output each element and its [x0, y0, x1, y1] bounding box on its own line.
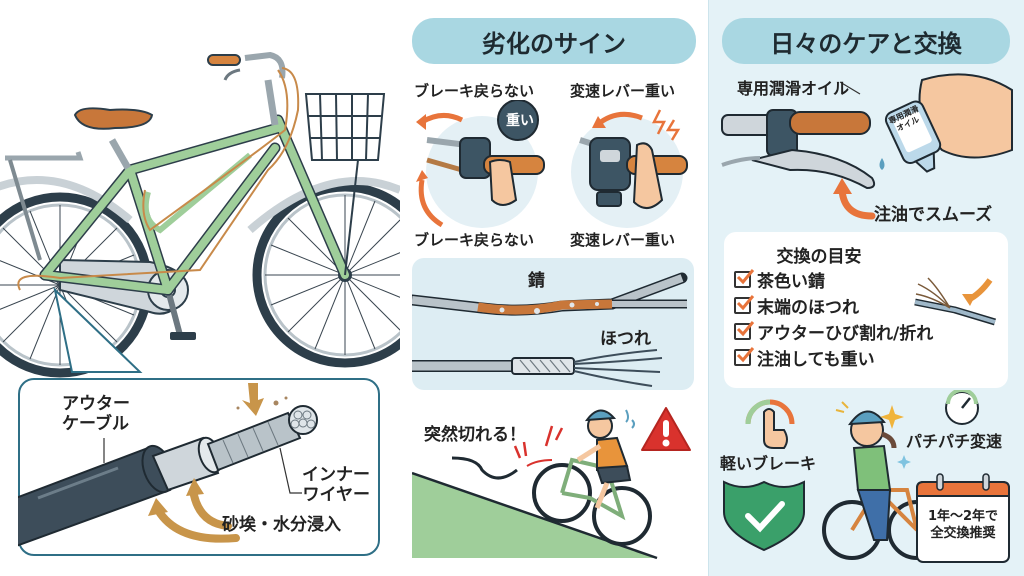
- calendar-text-line1: 1年～2年で: [927, 509, 999, 524]
- replacement-guide-box: 交換の目安 茶色い錆 末端のほつれ アウターひび割れ/折れ 注油しても重い: [724, 232, 1008, 388]
- checklist-item-heavy-after-oil: 注油しても重い: [734, 344, 933, 370]
- cable-damage-panel: 錆 ほつれ: [412, 258, 694, 390]
- sudden-snap-label: 突然切れる！: [424, 425, 526, 445]
- benefits-illustration: [723, 390, 1010, 563]
- degradation-signs-panel: ブレーキ戻らない 変速レバー重い 重い ブレーキ戻らない 変速レバー重い: [412, 78, 702, 253]
- heavy-speech-bubble: 重い: [506, 113, 534, 129]
- inner-wire-label-line2: ワイヤー: [302, 485, 371, 505]
- rust-label: 錆: [528, 271, 545, 291]
- brake-cables: [17, 67, 300, 291]
- dust-water-ingress-label: 砂埃・水分浸入: [222, 515, 341, 535]
- checklist-item-outer-crack: アウターひび割れ/折れ: [734, 318, 933, 344]
- inner-wire-label-line1: インナー: [302, 465, 370, 485]
- shift-lever-heavy-label-bottom: 変速レバー重い: [570, 231, 676, 249]
- care-and-replacement-title: 日々のケアと交換: [722, 18, 1010, 64]
- inner-wire-label: インナー ワイヤー: [302, 465, 370, 505]
- calendar-text-line2: 全交換推奨: [930, 526, 996, 541]
- outer-cable-label-line1: アウター: [62, 394, 130, 414]
- lightning-bolt-icon: [651, 109, 681, 141]
- light-brake-gauge-icon: [745, 399, 795, 449]
- speedometer-icon: [945, 390, 979, 425]
- lubricant-oil-label: 専用潤滑オイル: [737, 79, 850, 98]
- oil-smooth-label: 注油でスムーズ: [874, 205, 993, 225]
- dust-arrow-down-icon: [236, 383, 288, 416]
- replacement-guide-title: 交換の目安: [776, 247, 862, 267]
- calendar-replacement-text: 1年～2年で 全交換推奨: [918, 508, 1008, 542]
- safety-shield-check-icon: [723, 480, 805, 552]
- checklist-item-label: 茶色い錆: [757, 271, 825, 292]
- bicycle-illustration: [0, 51, 400, 378]
- fray-label: ほつれ: [600, 329, 651, 349]
- brake-not-return-label-top: ブレーキ戻らない: [414, 82, 535, 100]
- shift-lever-heavy-label-top: 変速レバー重い: [570, 82, 676, 100]
- checklist-item-rust: 茶色い錆: [734, 266, 933, 292]
- outer-cable-label-line2: ケーブル: [62, 414, 129, 434]
- front-wheel: [252, 182, 400, 368]
- rust-and-fray-illustration: [412, 272, 688, 387]
- light-brake-label: 軽いブレーキ: [720, 454, 817, 473]
- checklist-item-fray: 末端のほつれ: [734, 292, 933, 318]
- basket: [304, 93, 386, 276]
- checklist-item-label: アウターひび割れ/折れ: [757, 323, 934, 344]
- calendar-icon: [916, 473, 1010, 563]
- checkbox-checked-icon: [734, 346, 755, 366]
- lever-illustrations: [416, 100, 688, 228]
- oil-application-illustration: [721, 73, 1013, 220]
- checkbox-checked-icon: [734, 294, 755, 314]
- cable-cross-section-illustration: [18, 383, 318, 547]
- checkbox-checked-icon: [734, 268, 755, 288]
- outer-cable-label: アウター ケーブル: [62, 394, 130, 434]
- brake-not-return-label-bottom: ブレーキ戻らない: [414, 231, 535, 249]
- degradation-signs-title: 劣化のサイン: [412, 18, 696, 64]
- frayed-cable-icon: [914, 277, 997, 326]
- sudden-snap-panel: 突然切れる！: [412, 398, 704, 573]
- warning-triangle-icon: [641, 407, 691, 451]
- replacement-checklist: 茶色い錆 末端のほつれ アウターひび割れ/折れ 注油しても重い: [734, 266, 933, 370]
- water-ingress-arrow-icon: [154, 486, 240, 543]
- checkbox-checked-icon: [734, 320, 755, 340]
- downhill-rider-illustration: [412, 409, 658, 560]
- checklist-item-label: 注油しても重い: [757, 349, 875, 370]
- checklist-item-label: 末端のほつれ: [757, 297, 859, 318]
- crisp-shift-label: パチパチ変速: [906, 432, 1003, 451]
